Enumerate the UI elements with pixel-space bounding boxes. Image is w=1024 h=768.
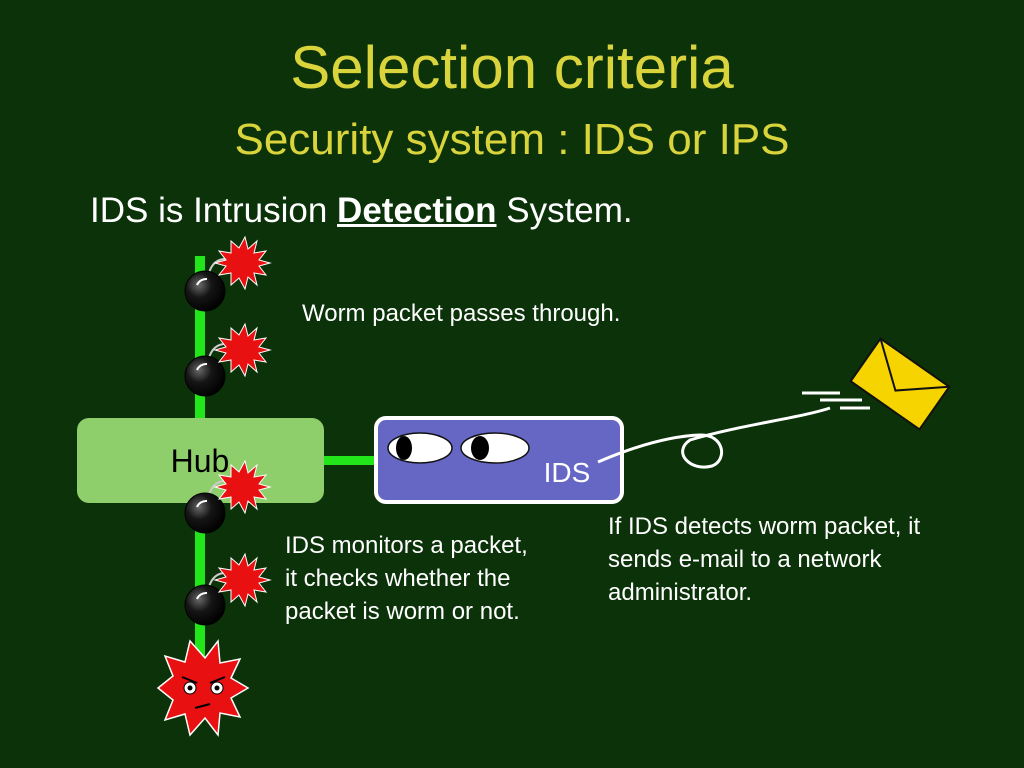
hub-ids-link <box>322 456 378 465</box>
explosion-icon <box>213 235 272 291</box>
angry-worm-icon <box>156 639 250 737</box>
ids-label: IDS <box>544 457 591 488</box>
headline-prefix: IDS is Intrusion <box>90 191 338 230</box>
note-pass-through: Worm packet passes through. <box>302 300 621 327</box>
note-monitor: IDS monitors a packet, it checks whether… <box>285 532 528 625</box>
slide-subtitle: Security system : IDS or IPS <box>234 115 790 164</box>
note-alert: If IDS detects worm packet, it sends e-m… <box>608 513 921 606</box>
hub-node <box>77 418 324 503</box>
explosion-icon <box>213 322 272 378</box>
bomb-icon <box>184 479 240 534</box>
explosion-icon <box>213 552 272 608</box>
email-trail <box>597 406 831 469</box>
headline-emphasis: Detection <box>337 191 497 230</box>
slide-title: Selection criteria <box>290 34 734 101</box>
bomb-icon <box>184 342 240 397</box>
headline: IDS is Intrusion Detection System. <box>90 188 633 234</box>
explosion-icon <box>213 459 272 515</box>
envelope-icon <box>849 337 951 431</box>
motion-lines <box>802 391 870 410</box>
ids-node <box>374 416 624 504</box>
eyes-icon <box>387 432 530 464</box>
headline-suffix: System. <box>496 191 633 230</box>
hub-label: Hub <box>171 443 230 479</box>
